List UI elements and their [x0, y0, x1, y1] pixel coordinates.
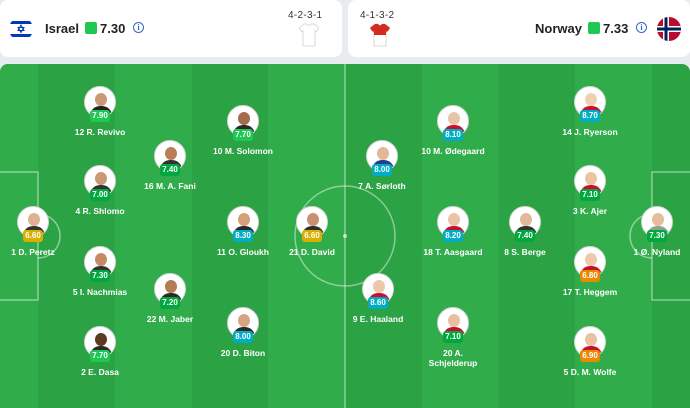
player-card-nachmias[interactable]: 7.30 5 I. Nachmias	[50, 246, 150, 310]
player-card-revivo[interactable]: 7.90 12 R. Revivo	[50, 86, 150, 150]
player-rating-badge: 7.90	[90, 110, 110, 122]
player-rating-badge: 8.30	[233, 230, 253, 242]
player-name: 1 D. Peretz	[11, 247, 55, 257]
player-rating-badge: 6.90	[580, 350, 600, 362]
player-card-sorloth[interactable]: 8.00 7 A. Sørloth	[332, 140, 432, 204]
player-rating-badge: 6.60	[23, 230, 43, 242]
away-formation: 4-1-3-2	[360, 10, 395, 21]
player-rating-badge: 7.70	[233, 129, 253, 141]
player-rating-badge: 7.00	[90, 189, 110, 201]
player-rating-badge: 7.20	[160, 297, 180, 309]
player-card-gloukh[interactable]: 8.30 11 O. Gloukh	[193, 206, 293, 270]
player-name: 5 I. Nachmias	[72, 287, 128, 297]
player-name: 18 T. Aasgaard	[423, 247, 483, 257]
pitch-stripe	[115, 64, 192, 408]
player-name: 20 A. Schjelderup	[428, 348, 478, 368]
player-rating-badge: 7.10	[580, 189, 600, 201]
away-info-icon[interactable]: i	[636, 22, 647, 33]
center-circle	[294, 185, 396, 287]
player-name: 20 D. Biton	[220, 348, 266, 358]
player-card-biton[interactable]: 8.00 20 D. Biton	[193, 307, 293, 371]
player-name: 11 O. Gloukh	[217, 247, 269, 257]
player-rating-badge: 7.40	[160, 164, 180, 176]
player-card-heggem[interactable]: 6.80 17 T. Heggem	[540, 246, 640, 310]
player-card-fani[interactable]: 7.40 16 M. A. Fani	[120, 140, 220, 204]
player-name: 10 M. Solomon	[213, 146, 273, 156]
israel-flag-icon	[9, 17, 33, 41]
player-rating-badge: 8.70	[580, 110, 600, 122]
player-card-peretz[interactable]: 6.60 1 D. Peretz	[0, 206, 83, 270]
player-rating-badge: 7.40	[515, 230, 535, 242]
player-card-ajer[interactable]: 7.10 3 K. Ajer	[540, 165, 640, 229]
player-rating-badge: 6.60	[302, 230, 322, 242]
player-name: 17 T. Heggem	[562, 287, 618, 297]
player-name: 21 D. David	[289, 247, 335, 257]
player-rating-badge: 8.00	[233, 331, 253, 343]
player-name: 4 R. Shlomo	[75, 206, 125, 216]
home-rating-indicator	[85, 22, 97, 34]
player-card-haaland[interactable]: 8.60 9 E. Haaland	[328, 273, 428, 337]
away-team-name: Norway	[535, 21, 582, 36]
player-rating-badge: 7.30	[90, 270, 110, 282]
player-rating-badge: 6.80	[580, 270, 600, 282]
player-card-solomon[interactable]: 7.70 10 M. Solomon	[193, 105, 293, 169]
away-kit-shirt-icon	[369, 23, 391, 47]
player-name: 7 A. Sørloth	[358, 181, 406, 191]
player-card-aasgaard[interactable]: 8.20 18 T. Aasgaard	[403, 206, 503, 270]
player-name: 10 M. Ødegaard	[421, 146, 485, 156]
player-name: 1 Ø. Nyland	[633, 247, 681, 257]
player-card-schjelderup[interactable]: 7.10 20 A. Schjelderup	[403, 307, 503, 371]
player-name: 12 R. Revivo	[74, 127, 126, 137]
player-name: 16 M. A. Fani	[144, 181, 196, 191]
player-name: 8 S. Berge	[504, 247, 546, 257]
player-rating-badge: 8.60	[368, 297, 388, 309]
away-rating-indicator	[588, 22, 600, 34]
home-formation: 4-2-3-1	[288, 10, 323, 21]
home-team-rating: 7.30	[100, 21, 126, 36]
player-name: 9 E. Haaland	[352, 314, 404, 324]
player-rating-badge: 8.20	[443, 230, 463, 242]
player-card-wolfe[interactable]: 6.90 5 D. M. Wolfe	[540, 326, 640, 390]
player-name: 22 M. Jaber	[146, 314, 194, 324]
home-kit-shirt-icon	[298, 23, 320, 47]
away-team-header[interactable]: 4-1-3-2 Norway 7.33 i	[348, 0, 690, 57]
home-team-name: Israel	[45, 21, 79, 36]
player-name: 3 K. Ajer	[572, 206, 608, 216]
player-rating-badge: 8.00	[372, 164, 392, 176]
home-info-icon[interactable]: i	[133, 22, 144, 33]
player-rating-badge: 7.30	[647, 230, 667, 242]
player-name: 5 D. M. Wolfe	[563, 367, 617, 377]
player-card-odegaard[interactable]: 8.10 10 M. Ødegaard	[403, 105, 503, 169]
player-name: 14 J. Ryerson	[562, 127, 618, 137]
player-card-ryerson[interactable]: 8.70 14 J. Ryerson	[540, 86, 640, 150]
home-team-header[interactable]: Israel 7.30 i 4-2-3-1	[0, 0, 342, 57]
pitch: 7.90 12 R. Revivo 7.70 10 M. Solomon 7.40 16 …	[0, 64, 690, 408]
player-card-shlomo[interactable]: 7.00 4 R. Shlomo	[50, 165, 150, 229]
norway-flag-icon	[657, 17, 681, 41]
player-name: 2 E. Dasa	[81, 367, 119, 377]
player-rating-badge: 7.10	[443, 331, 463, 343]
player-card-berge[interactable]: 7.40 8 S. Berge	[475, 206, 575, 270]
player-rating-badge: 7.70	[90, 350, 110, 362]
player-card-nyland[interactable]: 7.30 1 Ø. Nyland	[607, 206, 690, 270]
player-card-dasa[interactable]: 7.70 2 E. Dasa	[50, 326, 150, 390]
player-card-jaber[interactable]: 7.20 22 M. Jaber	[120, 273, 220, 337]
player-rating-badge: 8.10	[443, 129, 463, 141]
away-team-rating: 7.33	[603, 21, 629, 36]
player-card-david[interactable]: 6.60 21 D. David	[262, 206, 362, 270]
